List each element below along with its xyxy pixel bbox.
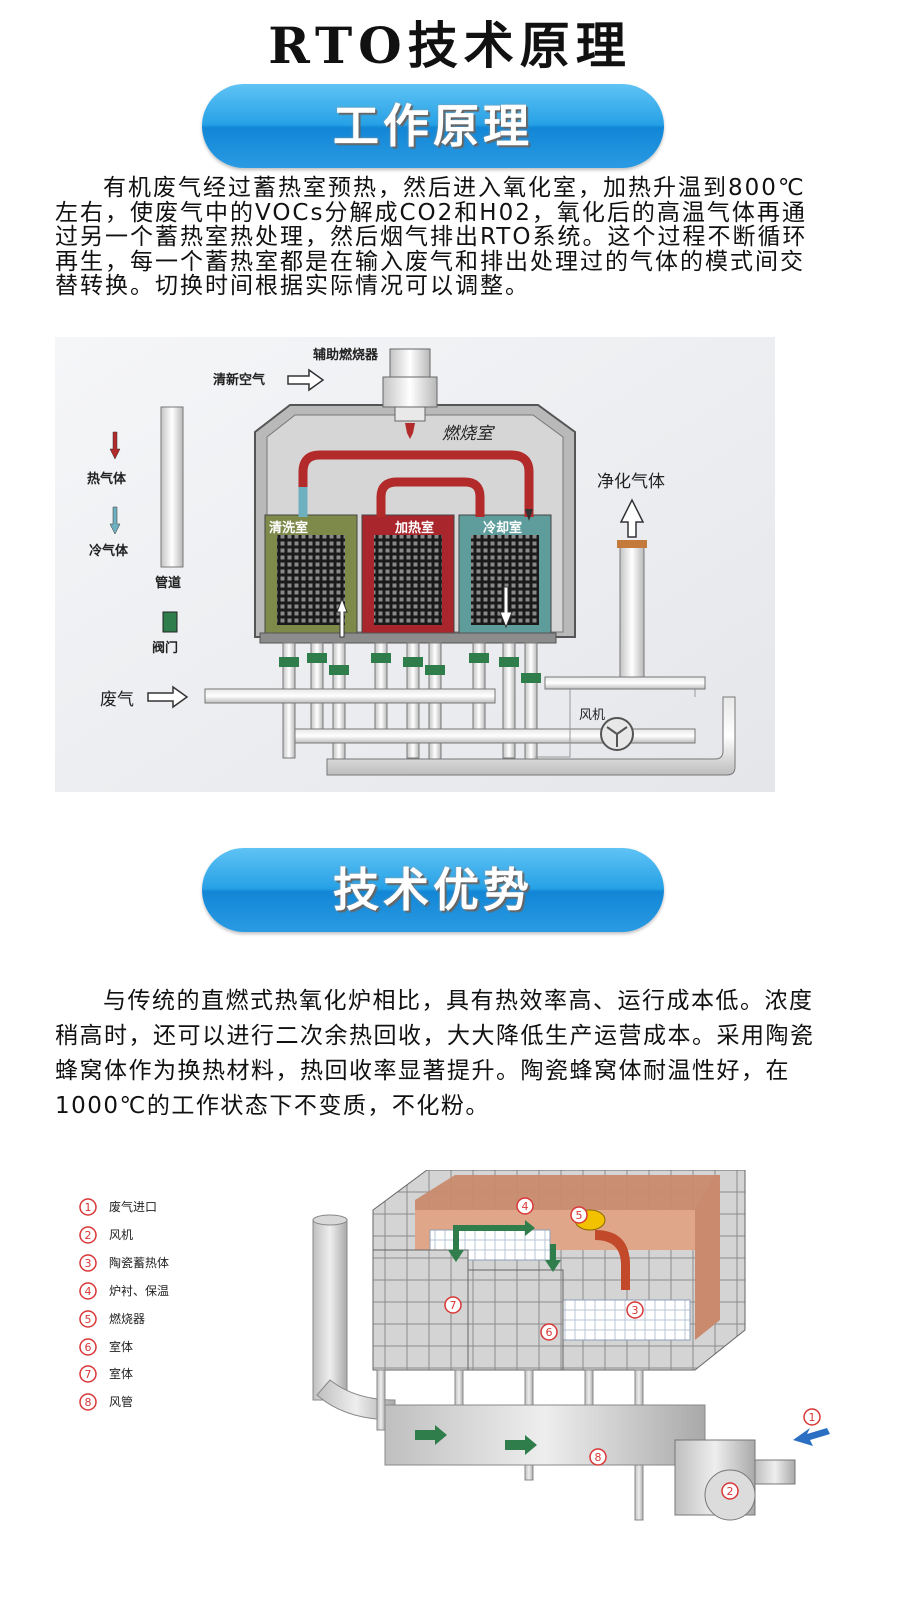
duct-arrow-icon (505, 1435, 537, 1455)
legend-num: 5 (85, 1313, 92, 1326)
burner-nozzle (394, 406, 426, 422)
legend-num: 4 (85, 1285, 92, 1298)
label-aux-burner: 辅助燃烧器 (313, 347, 379, 363)
stack-top (312, 1214, 348, 1226)
return-duct (326, 696, 736, 776)
page-title: RTO技术原理 (268, 16, 632, 75)
hot-flow-arrow-icon (595, 1230, 630, 1290)
stack-cap (617, 540, 647, 548)
legend-text: 燃烧器 (109, 1311, 145, 1326)
section-heading-working-principle: 工作原理 (202, 84, 664, 168)
label-pipe: 管道 (155, 575, 181, 591)
label-cool-chamber: 冷却室 (483, 520, 522, 536)
callout-6: 6 (546, 1326, 553, 1339)
legend-num: 3 (85, 1257, 92, 1270)
callout-1: 1 (809, 1411, 816, 1424)
legend-num: 6 (85, 1341, 92, 1354)
pipe-legend-icon (160, 406, 184, 568)
callout-3: 3 (632, 1304, 639, 1317)
section-heading-label: 工作原理 (333, 99, 533, 153)
legend-text: 风管 (109, 1394, 133, 1409)
fan-blades (606, 726, 628, 747)
purified-gas-arrow-icon (619, 498, 645, 538)
callout-8: 8 (595, 1451, 602, 1464)
callouts: 4 5 3 7 6 8 2 1 (444, 1197, 821, 1500)
chamber-heat-media (374, 535, 442, 625)
flow-up-arrow-icon (336, 597, 348, 638)
legend-num: 7 (85, 1368, 92, 1381)
legend-text: 室体 (109, 1366, 133, 1381)
lining-top (415, 1175, 715, 1210)
ceramic-media-right (559, 1299, 691, 1341)
flame-icon (405, 423, 415, 439)
duct-arrow-icon (415, 1425, 447, 1445)
flow-arrow-icon (455, 1220, 535, 1236)
legend-text: 废气进口 (109, 1199, 157, 1214)
legend-num: 1 (85, 1201, 92, 1214)
rto-process-diagram: 辅助燃烧器 燃烧室 清新空气 清洗室 加热室 冷却室 (55, 337, 775, 792)
working-principle-paragraph: 有机废气经过蓄热室预热，然后进入氧化室，加热升温到800℃左右，使废气中的VOC… (55, 175, 808, 299)
label-fresh-air: 清新空气 (213, 372, 265, 388)
callout-7: 7 (450, 1299, 457, 1312)
equipment-legend: 1 废气进口 2 风机 3 陶瓷蓄热体 4 炉衬、保温 5 燃烧器 6 室体 7… (79, 1198, 169, 1411)
flow-down-arrow-icon (499, 586, 513, 629)
callout-4: 4 (522, 1200, 529, 1213)
hot-gas-pipe-outer (298, 450, 534, 517)
legend-text: 室体 (109, 1339, 133, 1354)
section-heading-label: 技术优势 (333, 863, 533, 917)
valve-legend-icon (162, 611, 178, 633)
label-clean-chamber: 清洗室 (269, 520, 308, 536)
label-heat-chamber: 加热室 (394, 520, 434, 536)
chamber-clean-media (277, 535, 345, 625)
tech-advantages-paragraph: 与传统的直燃式热氧化炉相比，具有热效率高、运行成本低。浓度稍高时，还可以进行二次… (55, 988, 815, 1119)
waste-gas-arrow-icon (147, 685, 189, 709)
burner-pipe (389, 348, 431, 380)
fan-inlet (754, 1459, 796, 1485)
inlet-arrow-icon (793, 1428, 830, 1446)
lining-side (695, 1175, 720, 1340)
hot-gas-legend-arrow-icon (109, 431, 121, 460)
cold-gas-legend-arrow-icon (109, 506, 121, 535)
label-valve: 阀门 (152, 640, 178, 656)
label-purified-gas: 净化气体 (597, 472, 665, 492)
waste-gas-duct (204, 688, 496, 704)
fresh-air-arrow-icon (287, 368, 325, 392)
legend-text: 炉衬、保温 (109, 1284, 169, 1298)
label-combustion-chamber: 燃烧室 (442, 424, 496, 444)
chamber-6 (467, 1269, 564, 1371)
purified-gas-stack (619, 544, 645, 678)
label-fan: 风机 (579, 708, 605, 723)
chamber-base (259, 632, 557, 644)
flow-arrow-icon (545, 1244, 561, 1272)
section-heading-tech-advantages: 技术优势 (202, 848, 664, 932)
flow-arrow-icon (525, 509, 533, 521)
legend-text: 陶瓷蓄热体 (109, 1255, 169, 1270)
exhaust-stack (312, 1219, 348, 1401)
callout-5: 5 (576, 1209, 583, 1222)
flow-arrow-icon (448, 1225, 464, 1262)
fan-inlet-duct (544, 676, 706, 690)
callout-2: 2 (727, 1485, 734, 1498)
valve-icon (279, 653, 541, 683)
label-waste-gas: 废气 (100, 690, 134, 710)
exhaust-duct (294, 728, 696, 744)
legend-num: 8 (85, 1396, 92, 1409)
legend-num: 2 (85, 1229, 92, 1242)
label-hot-gas: 热气体 (87, 471, 127, 487)
legend-text: 风机 (109, 1228, 133, 1242)
hot-gas-pipe-inner (376, 477, 485, 517)
rto-equipment-illustration: 1 废气进口 2 风机 3 陶瓷蓄热体 4 炉衬、保温 5 燃烧器 6 室体 7… (79, 1170, 830, 1521)
burner-body (382, 376, 438, 408)
label-cold-gas: 冷气体 (89, 543, 129, 559)
